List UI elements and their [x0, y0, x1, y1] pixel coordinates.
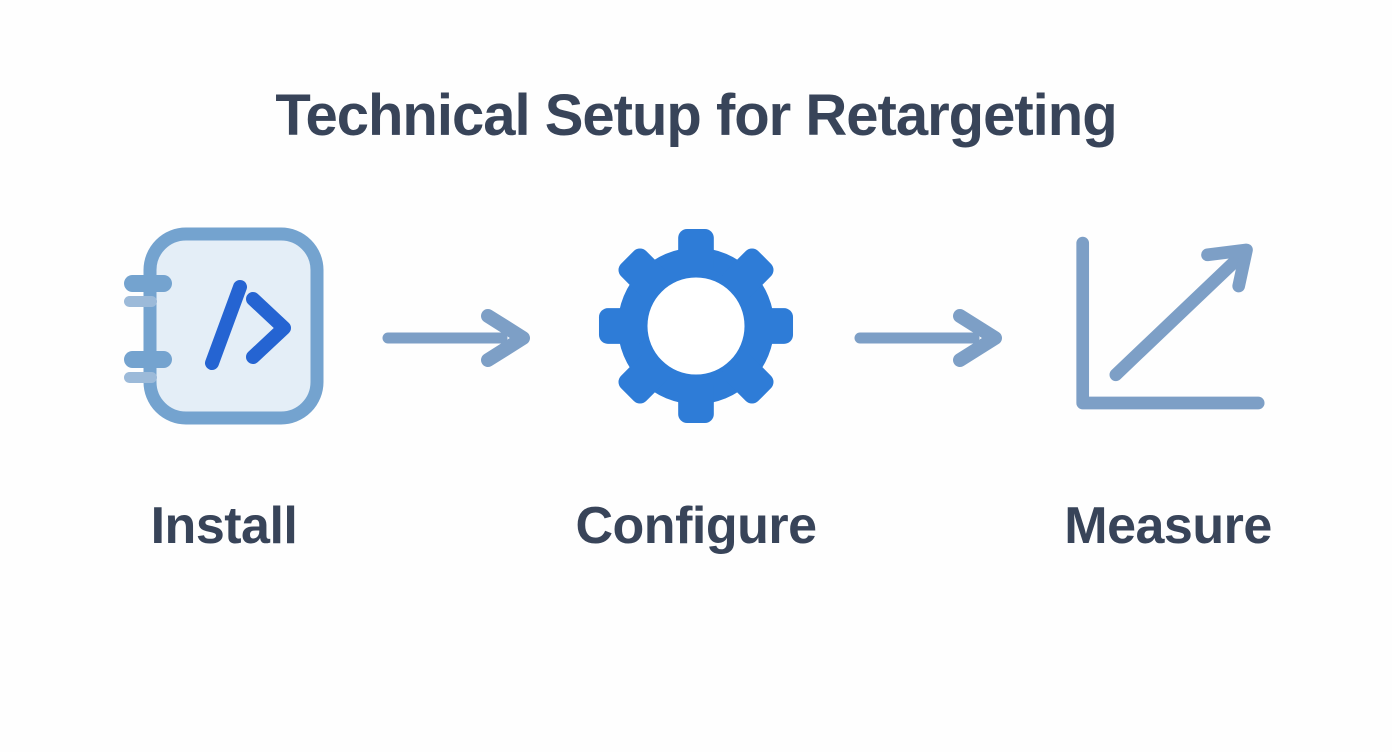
arrow-right-icon-svg [382, 308, 530, 367]
code-tag-icon-svg [124, 227, 324, 425]
step-configure: Configure [546, 226, 846, 556]
step-install: Install [74, 226, 374, 556]
step-label-install: Install [150, 496, 298, 555]
step-label-measure: Measure [1064, 496, 1272, 555]
process-flow: Install [0, 226, 1392, 556]
gear-icon [597, 226, 795, 426]
growth-chart-icon-svg [1075, 237, 1265, 410]
code-tag-icon [124, 226, 324, 426]
growth-chart-icon [1071, 226, 1266, 426]
arrow-right-icon [374, 226, 546, 426]
arrow-right-icon-svg [854, 308, 1002, 367]
page-title: Technical Setup for Retargeting [275, 83, 1117, 148]
step-label-configure: Configure [575, 496, 817, 555]
gear-icon-svg [598, 228, 794, 423]
step-measure: Measure [1018, 226, 1318, 556]
arrow-right-icon [846, 226, 1018, 426]
